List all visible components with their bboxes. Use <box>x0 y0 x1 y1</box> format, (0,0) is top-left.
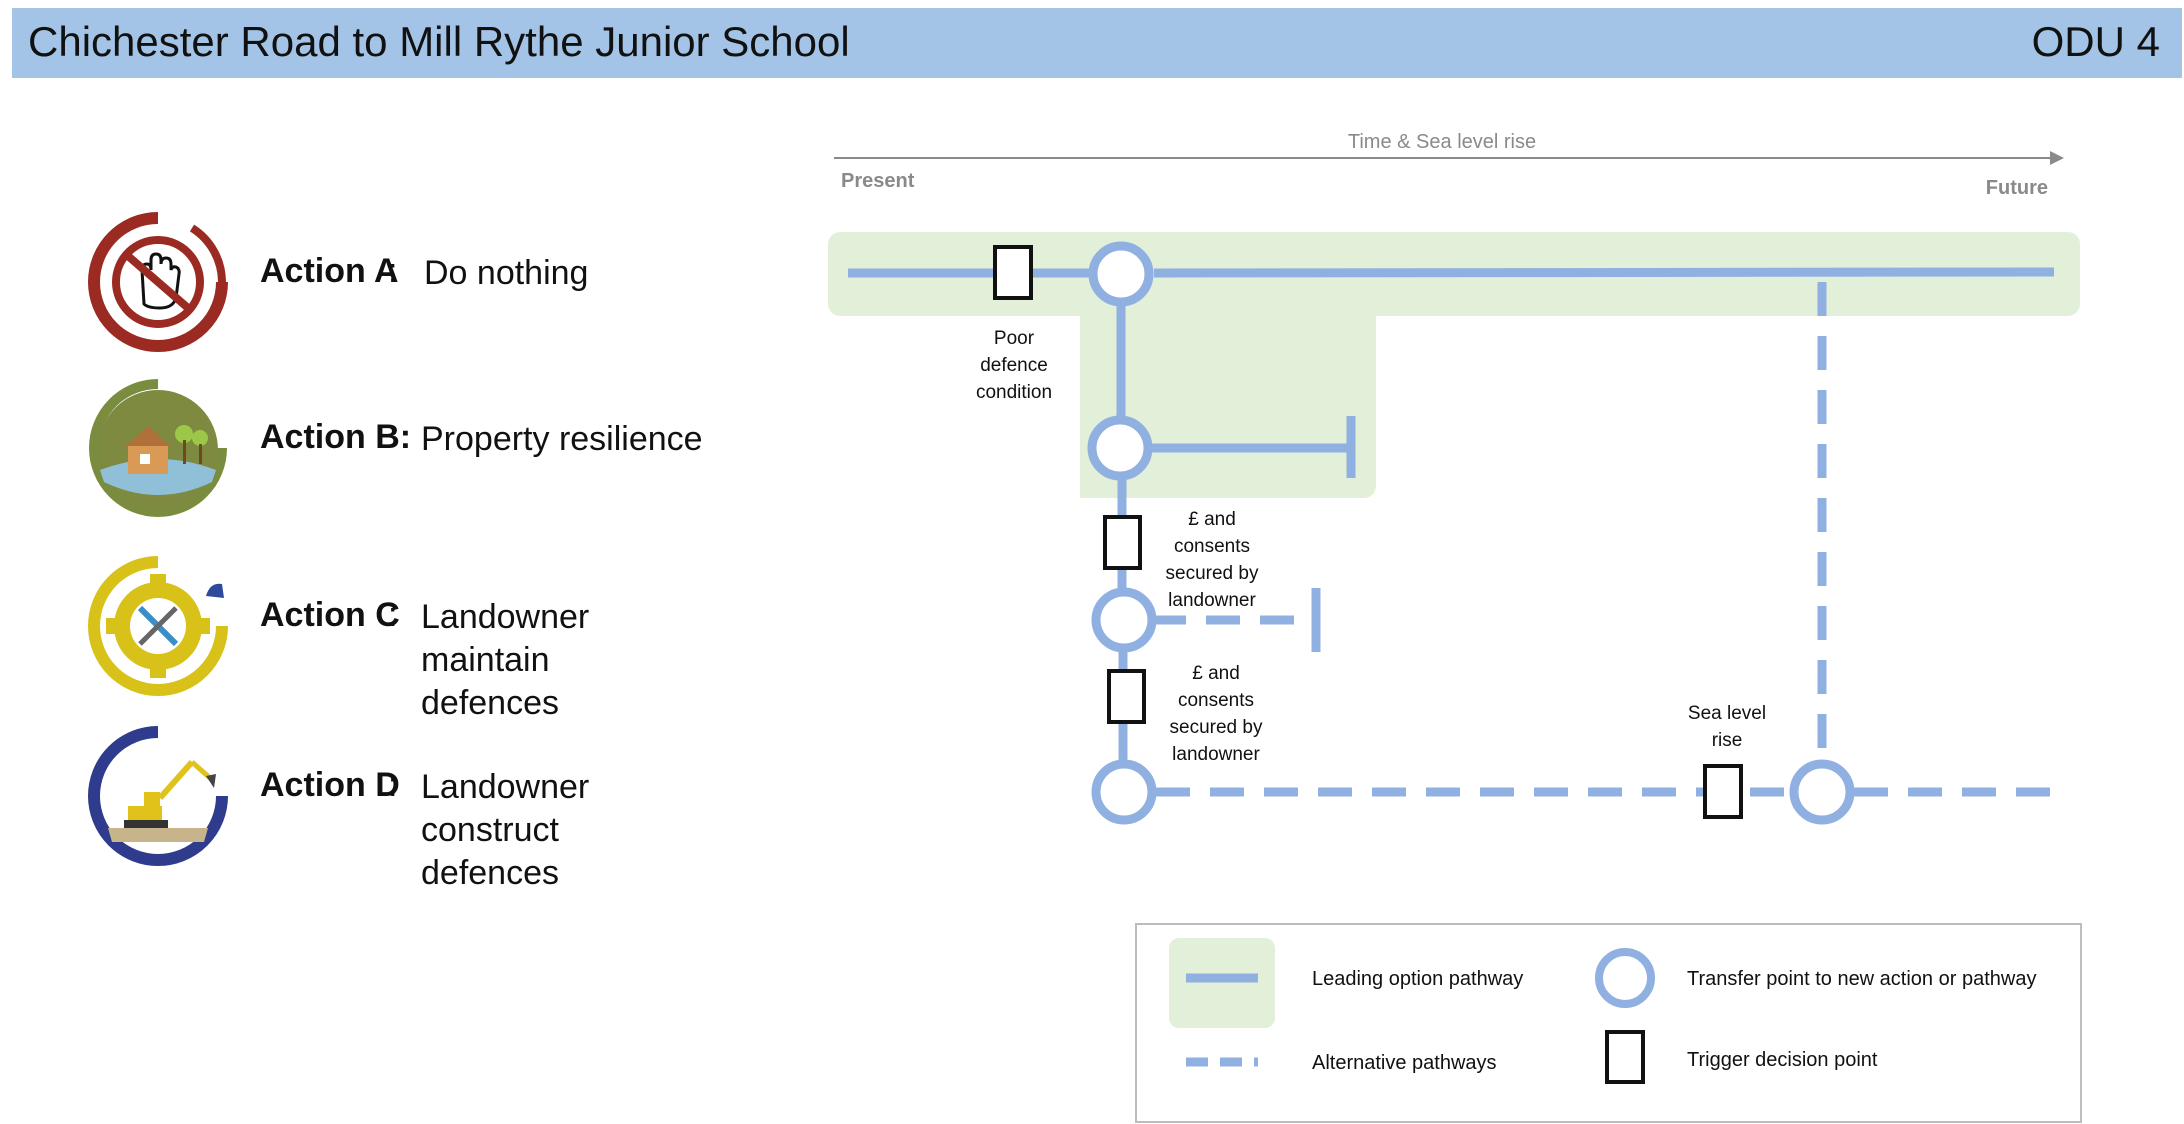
transfer-point-a-d <box>1789 759 1855 825</box>
gear-tools-icon <box>88 556 228 696</box>
consents-2-line-4: landowner <box>1172 744 1260 765</box>
timeline-end: Future <box>1986 177 2048 199</box>
consents-1-line-3: secured by <box>1166 563 1259 584</box>
legend-transfer-label: Transfer point to new action or pathway <box>1687 968 2036 990</box>
legend-leading-highlight <box>1169 938 1275 1028</box>
odu-code: ODU 4 <box>2031 18 2160 65</box>
excavator-icon <box>88 726 228 866</box>
action-b-label: Action B: <box>260 418 412 456</box>
poor-defence-line-1: Poor <box>994 328 1035 349</box>
action-a-description: Do nothing <box>424 254 589 292</box>
action-a-label: Action A <box>260 252 399 290</box>
trigger-poor-defence <box>993 245 1033 300</box>
poor-defence-line-3: condition <box>976 382 1052 403</box>
action-d-separator: : <box>388 766 398 804</box>
trigger-consents-2 <box>1107 669 1146 724</box>
transfer-point-c-d <box>1091 587 1157 653</box>
trigger-sea-level <box>1703 764 1743 819</box>
legend-transfer-circle <box>1595 948 1655 1008</box>
legend: Leading option pathway Alternative pathw… <box>1135 923 2082 1123</box>
legend-trigger-rect <box>1605 1030 1645 1084</box>
transfer-point-a-b <box>1088 241 1154 307</box>
pathway-a-future <box>1153 267 2055 278</box>
timeline-arrowhead <box>2050 151 2064 165</box>
action-d-label: Action D <box>260 766 400 804</box>
consents-1-line-2: consents <box>1174 536 1250 557</box>
consents-1-line-4: landowner <box>1168 590 1256 611</box>
stop-hand-icon <box>88 212 228 352</box>
legend-alternative-label: Alternative pathways <box>1312 1052 1497 1074</box>
sea-level-line-1: Sea level <box>1688 703 1766 724</box>
action-a-separator: : <box>388 252 398 290</box>
action-c-description: Landowner maintain defences <box>421 598 590 722</box>
timeline-start: Present <box>841 170 915 192</box>
action-d-description: Landowner construct defences <box>421 768 590 892</box>
consents-2-line-1: £ and <box>1192 663 1240 684</box>
action-c-label: Action C <box>260 596 400 634</box>
consents-2-line-2: consents <box>1178 690 1254 711</box>
sea-level-line-2: rise <box>1712 730 1743 751</box>
legend-leading-label: Leading option pathway <box>1312 968 1523 990</box>
action-b-description: Property resilience <box>421 420 703 458</box>
consents-2-line-3: secured by <box>1170 717 1263 738</box>
action-c-separator: : <box>388 596 398 634</box>
header-bar: Chichester Road to Mill Rythe Junior Sch… <box>12 8 2182 78</box>
transfer-point-d <box>1091 759 1157 825</box>
trigger-consents-1 <box>1103 515 1142 570</box>
timeline-label: Time & Sea level rise <box>1348 131 1536 153</box>
house-trees-icon <box>89 379 227 517</box>
transfer-point-b-c <box>1087 415 1153 481</box>
poor-defence-line-2: defence <box>980 355 1048 376</box>
legend-trigger-label: Trigger decision point <box>1687 1049 1878 1071</box>
page-title: Chichester Road to Mill Rythe Junior Sch… <box>28 18 850 65</box>
consents-1-line-1: £ and <box>1188 509 1236 530</box>
